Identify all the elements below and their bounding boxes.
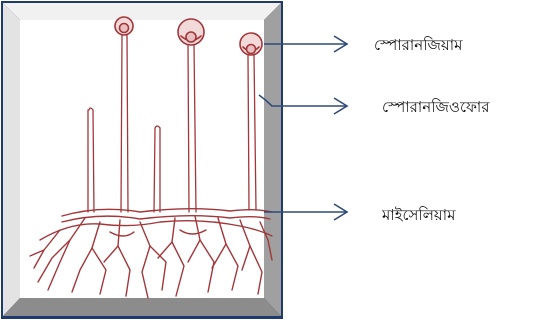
label-sporangiophore: স্পোরানজিওফোর [382, 98, 490, 116]
sporangium-head-3 [240, 33, 262, 55]
sporangium-head-2 [178, 19, 204, 45]
label-sporangium: স্পোরানজিয়াম [374, 36, 463, 54]
label-mycelium: মাইসেলিয়াম [381, 206, 456, 224]
sporangium-head-1 [115, 17, 133, 35]
